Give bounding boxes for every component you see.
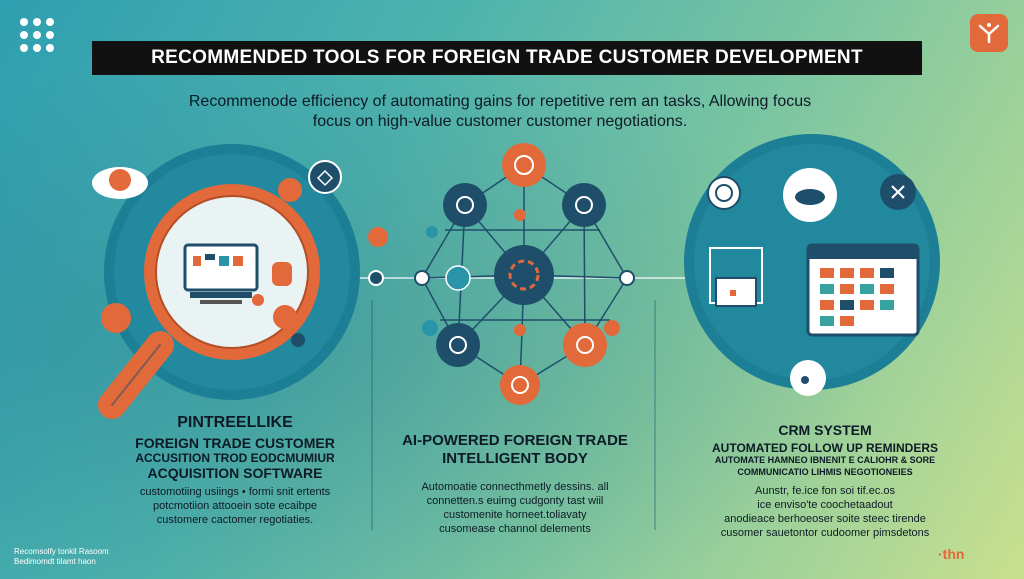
col3-body-line-3: anodieace berhoeoser soite steec tirende [724, 513, 926, 525]
col3-title: CRM SYSTEM [670, 422, 980, 438]
col1-title-line-2: FOREIGN TRADE CUSTOMER [135, 435, 335, 451]
col1-title: PINTREELLIKE [110, 414, 360, 432]
col1-body-line-2: potcmotiion attooein sote ecaibpe [153, 500, 317, 512]
col1-body-line-1: customotiing usiings • formi snit ertent… [139, 486, 331, 498]
subtitle: Recommenode efficiency of automating gai… [140, 92, 860, 132]
col1-description: customotiing usiings • formi snit ertent… [110, 485, 360, 527]
col1-title-line-1: PINTREELLIKE [177, 414, 293, 431]
col1-subtitle: FOREIGN TRADE CUSTOMER ACCUSITION TROD E… [110, 436, 360, 481]
footer-line-2: Bedimomdt tilamt haon [14, 557, 96, 566]
col2-body-line-1: Automoatie connecthmetly dessins. all [421, 481, 609, 493]
footer-line-1: Recomsolfy tonkil Rasoom [14, 547, 109, 556]
col3-title-line-4: COMMUNICATIO LIHMIS NEGOTIONEIES [737, 467, 913, 477]
col2-title-line-1: AI-POWERED FOREIGN TRADE [402, 432, 628, 449]
col2-body-line-3: customenite horneet.toliavaty [443, 509, 587, 521]
col2-body-line-4: cusomease channol delements [439, 523, 591, 535]
col3-title-line-3: AUTOMATE HAMNEO IBNENIT E CALIOHR & SORE [714, 455, 936, 465]
col1-title-line-3: ACCUSITION TROD EODCMUMIUR [135, 451, 335, 465]
col3-body-line-1: Aunstr, fe.ice fon soi tif.ec.os [754, 485, 895, 497]
subtitle-line-1: Recommenode efficiency of automating gai… [188, 93, 812, 110]
subtitle-line-2: focus on high-value customer customer ne… [312, 113, 688, 130]
col2-body-line-2: connetten.s euimg cudgonty tast wiil [426, 495, 604, 507]
footer-mark: ·thn [938, 546, 965, 562]
col3-title-line-2: AUTOMATED FOLLOW UP REMINDERS [712, 441, 938, 455]
col1-title-line-4: ACQUISITION SOFTWARE [147, 465, 323, 481]
col2-title-line-2: INTELLIGENT BODY [442, 450, 588, 467]
grid-dots-icon[interactable] [20, 18, 54, 52]
col3-subtitle: AUTOMATED FOLLOW UP REMINDERS AUTOMATE H… [670, 442, 980, 478]
footer-credit: Recomsolfy tonkil Rasoom Bedimomdt tilam… [14, 547, 109, 567]
col2-title: AI-POWERED FOREIGN TRADE INTELLIGENT BOD… [380, 432, 650, 468]
col1-body-line-3: customere cactomer regotiaties. [156, 514, 314, 526]
col3-body-line-4: cusomer sauetontor cudoomer pimsdetons [720, 527, 930, 539]
page-title: RECOMMENDED TOOLS FOR FOREIGN TRADE CUST… [92, 41, 922, 75]
brand-logo-icon [970, 14, 1008, 52]
col3-body-line-2: ice enviso'te coochetaadout [757, 499, 893, 511]
col2-description: Automoatie connecthmetly dessins. all co… [380, 480, 650, 536]
col3-title-line-1: CRM SYSTEM [778, 422, 872, 438]
calendar-icon [684, 134, 940, 396]
col3-description: Aunstr, fe.ice fon soi tif.ec.os ice env… [670, 484, 980, 540]
